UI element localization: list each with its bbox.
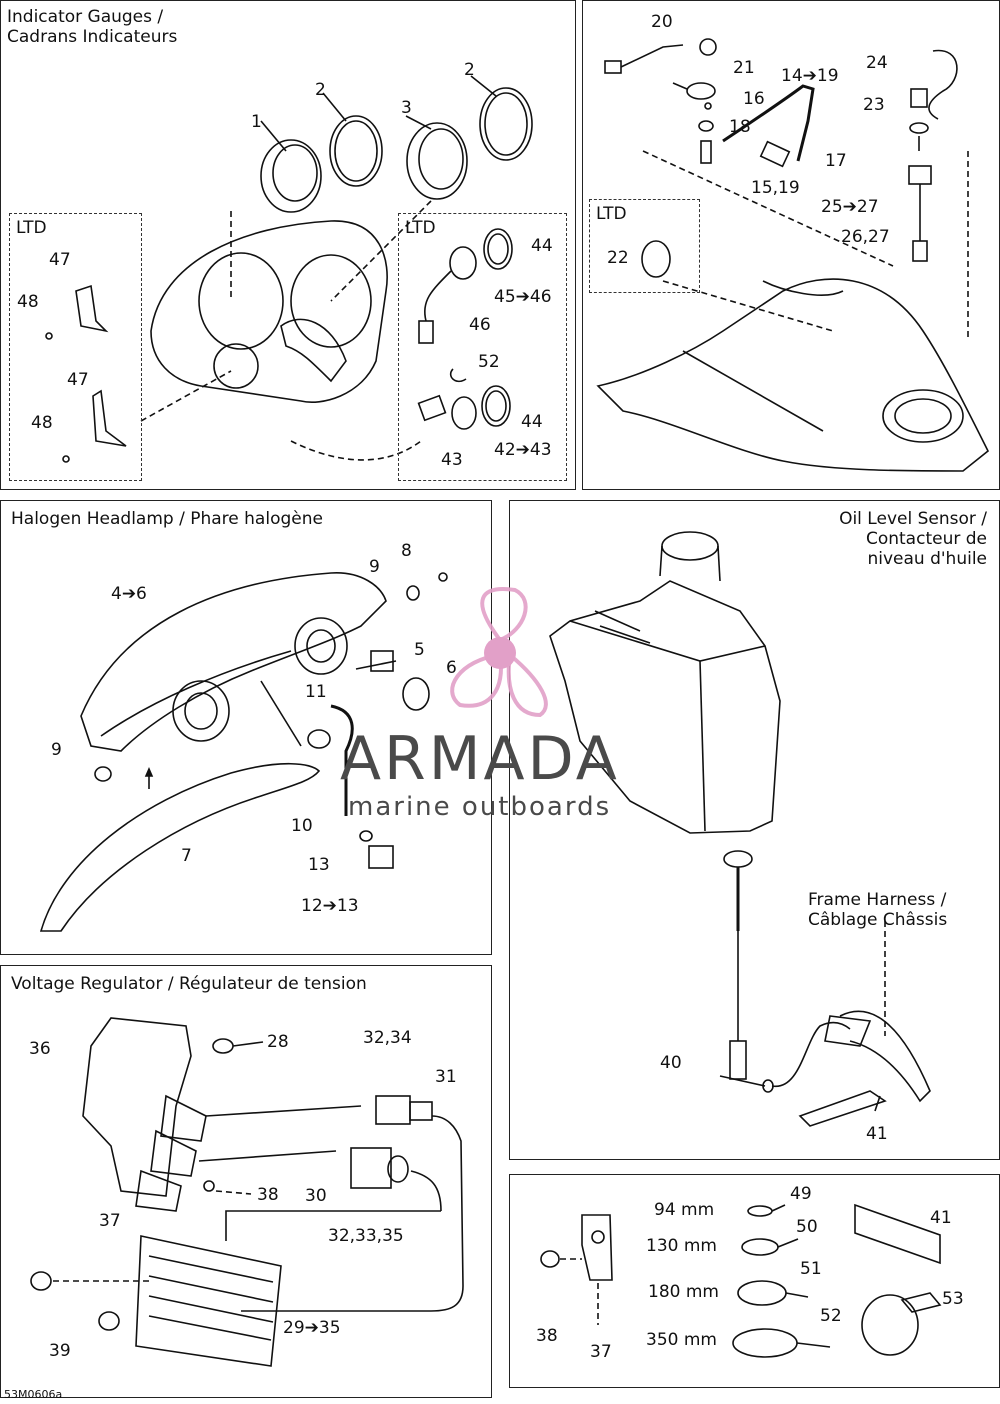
ltd-left-box: LTD (9, 213, 142, 481)
tie-length-350: 350 mm (646, 1330, 717, 1350)
callout-2: 2 (464, 60, 475, 80)
headlamp-panel: Halogen Headlamp / Phare halogène 4➔6 9 … (0, 500, 492, 955)
ltd-right-box: LTD (398, 213, 567, 481)
callout-41: 41 (866, 1124, 888, 1144)
frame-harness-label: Frame Harness / Câblage Châssis (808, 890, 948, 930)
callout-45-46: 45➔46 (494, 287, 552, 307)
callout-51: 51 (800, 1259, 822, 1279)
callout-22: 22 (607, 248, 629, 268)
callout-42-43: 42➔43 (494, 440, 552, 460)
panel-title: Voltage Regulator / Régulateur de tensio… (11, 974, 367, 994)
callout-23: 23 (863, 95, 885, 115)
callout-5: 5 (414, 640, 425, 660)
callout-15-19: 15,19 (751, 178, 800, 198)
callout-37: 37 (99, 1211, 121, 1231)
callout-2: 2 (315, 80, 326, 100)
watermark-brand: ARMADA (340, 724, 620, 794)
callout-26-27: 26,27 (841, 227, 890, 247)
callout-9: 9 (51, 740, 62, 760)
indicator-gauges-panel: Indicator Gauges / Cadrans Indicateurs (0, 0, 576, 490)
voltage-regulator-panel: Voltage Regulator / Régulateur de tensio… (0, 965, 492, 1398)
callout-21: 21 (733, 58, 755, 78)
callout-52: 52 (478, 352, 500, 372)
callout-50: 50 (796, 1217, 818, 1237)
callout-13: 13 (308, 855, 330, 875)
watermark-tagline: marine outboards (348, 792, 612, 822)
callout-17: 17 (825, 151, 847, 171)
callout-36: 36 (29, 1039, 51, 1059)
callout-43: 43 (441, 450, 463, 470)
headlamp-drawing (39, 572, 448, 932)
ltd-box: LTD (589, 199, 700, 293)
callout-9: 9 (369, 557, 380, 577)
callout-25-27: 25➔27 (821, 197, 879, 217)
ties-drawing (540, 1203, 942, 1358)
callout-18: 18 (729, 117, 751, 137)
callout-53: 53 (942, 1289, 964, 1309)
callout-8: 8 (401, 541, 412, 561)
regulator-drawing (30, 1017, 464, 1367)
callout-12-13: 12➔13 (301, 896, 359, 916)
callout-39: 39 (49, 1341, 71, 1361)
tie-length-94: 94 mm (654, 1200, 715, 1220)
callout-32-33-35: 32,33,35 (328, 1226, 404, 1246)
callout-16: 16 (743, 89, 765, 109)
sensors-panel: LTD 20 21 14➔19 16 18 17 15,19 24 23 25➔… (582, 0, 1000, 490)
callout-37: 37 (590, 1342, 612, 1362)
sensors-drawing (596, 38, 990, 472)
callout-24: 24 (866, 53, 888, 73)
callout-14-19: 14➔19 (781, 66, 839, 86)
callout-44: 44 (531, 236, 553, 256)
callout-31: 31 (435, 1067, 457, 1087)
panel-title: Halogen Headlamp / Phare halogène (11, 509, 323, 529)
callout-10: 10 (291, 816, 313, 836)
callout-6: 6 (446, 658, 457, 678)
tie-length-180: 180 mm (648, 1282, 719, 1302)
callout-41: 41 (930, 1208, 952, 1228)
ltd-label: LTD (16, 218, 47, 238)
ltd-label: LTD (596, 204, 627, 224)
callout-30: 30 (305, 1186, 327, 1206)
callout-49: 49 (790, 1184, 812, 1204)
callout-48: 48 (17, 292, 39, 312)
oil-sensor-panel: Oil Level Sensor / Contacteur de niveau … (509, 500, 1000, 1160)
ltd-label: LTD (405, 218, 436, 238)
callout-46: 46 (469, 315, 491, 335)
callout-32-34: 32,34 (363, 1028, 412, 1048)
panel-title: Indicator Gauges / Cadrans Indicateurs (7, 7, 178, 47)
callout-38: 38 (257, 1185, 279, 1205)
callout-40: 40 (660, 1053, 682, 1073)
gauges-drawing (45, 75, 533, 463)
callout-44: 44 (521, 412, 543, 432)
callout-11: 11 (305, 682, 327, 702)
callout-28: 28 (267, 1032, 289, 1052)
panel-title: Oil Level Sensor / Contacteur de niveau … (839, 509, 987, 569)
callout-29-35: 29➔35 (283, 1318, 341, 1338)
callout-4-6: 4➔6 (111, 584, 147, 604)
callout-38: 38 (536, 1326, 558, 1346)
tie-length-130: 130 mm (646, 1236, 717, 1256)
figure-code: 53M0606a (4, 1388, 63, 1401)
callout-48: 48 (31, 413, 53, 433)
callout-47: 47 (67, 370, 89, 390)
callout-1: 1 (251, 112, 262, 132)
callout-47: 47 (49, 250, 71, 270)
callout-7: 7 (181, 846, 192, 866)
callout-20: 20 (651, 12, 673, 32)
oil-drawing (549, 531, 931, 1127)
callout-52: 52 (820, 1306, 842, 1326)
ties-panel: 49 50 51 52 41 53 38 37 94 mm 130 mm 180… (509, 1174, 1000, 1388)
callout-3: 3 (401, 98, 412, 118)
